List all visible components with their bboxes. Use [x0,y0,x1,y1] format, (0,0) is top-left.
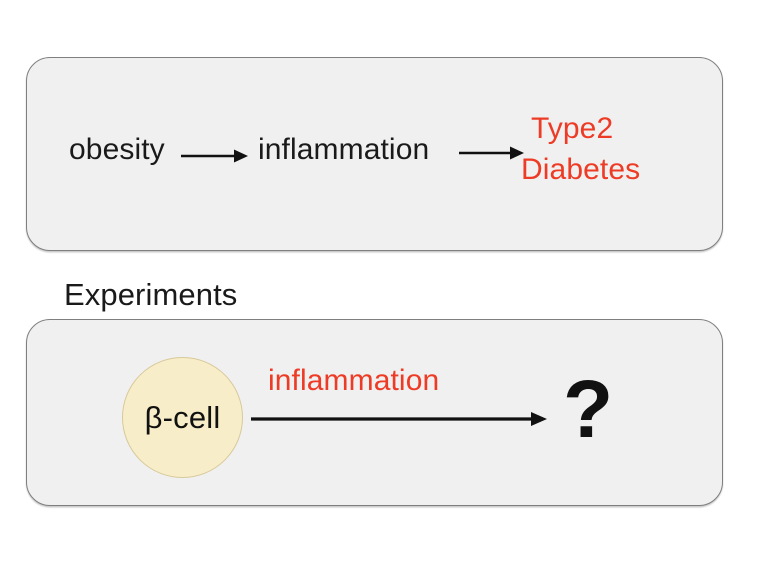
node-inflammation: inflammation [258,133,430,166]
arrow-beta-cell-to-result [250,405,550,438]
beta-cell-label: β-cell [144,399,221,435]
result-question-mark: ? [563,364,614,455]
arrow-label-inflammation: inflammation [268,364,440,397]
arrow-inflammation-to-type2-diabetes [458,140,526,171]
experiments-heading: Experiments [64,277,238,312]
arrow-obesity-to-inflammation [180,143,250,174]
concept-panel [26,57,723,251]
beta-cell-circle-shape [122,357,243,478]
node-type2-diabetes-line1: Type2 [531,112,614,145]
node-type2-diabetes-line2: Diabetes [521,153,641,186]
node-obesity: obesity [69,133,165,166]
